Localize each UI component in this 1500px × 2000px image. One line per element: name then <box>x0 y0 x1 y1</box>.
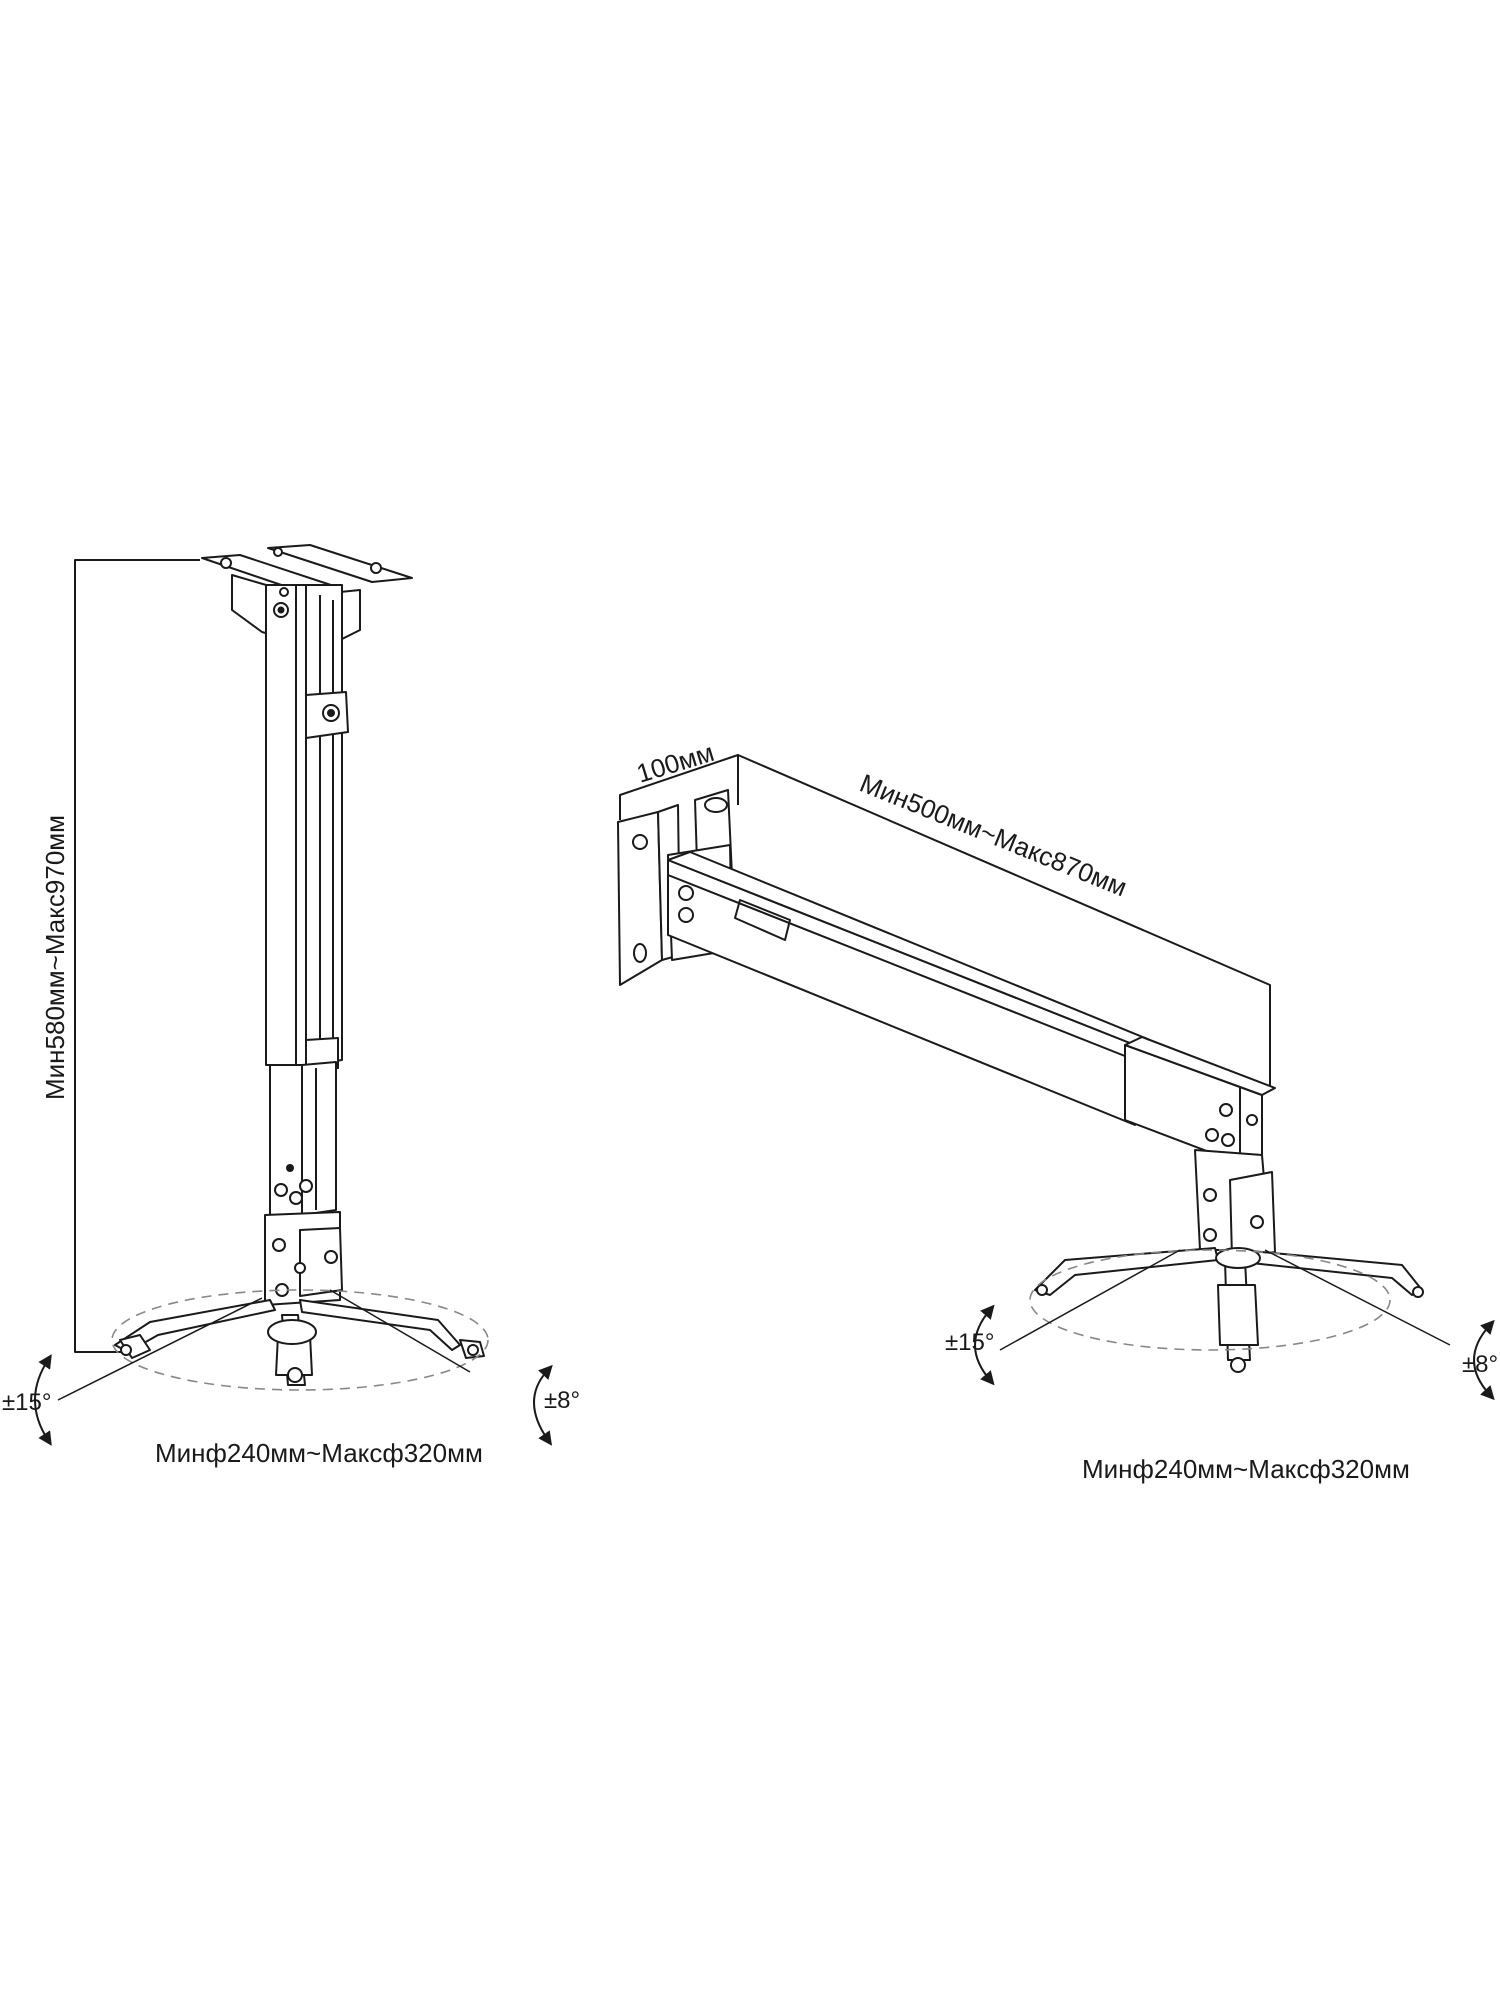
spider-arm-left <box>114 1299 276 1353</box>
plate-range-circle <box>111 1289 489 1391</box>
wall-tilt-arc-icon <box>974 1304 995 1386</box>
tilt-arc-icon <box>34 1354 52 1446</box>
wall-mount-drawing <box>617 754 1495 1401</box>
wall-spider-arm-right <box>1239 1249 1423 1296</box>
outer-tube-side <box>305 584 343 1066</box>
wall-swivel-arc-icon <box>1473 1319 1495 1401</box>
wall-plate-range-circle <box>1029 1249 1391 1351</box>
wall-tilt-label: ±15° <box>945 1329 994 1356</box>
swivel-arc-icon <box>533 1364 553 1446</box>
wall-length-label: Мин500мм~Макс870мм <box>856 768 1132 903</box>
ceiling-mount-drawing <box>34 544 553 1446</box>
offset-dimension-line <box>619 754 739 820</box>
ceiling-swivel-label: ±8° <box>544 1387 580 1414</box>
spider-arm-right <box>299 1299 461 1351</box>
wall-swivel-label: ±8° <box>1462 1351 1498 1378</box>
ceiling-height-label: Мин580мм~Макс970мм <box>40 815 70 1100</box>
outer-tube <box>265 584 307 1066</box>
length-dimension-line <box>737 754 1271 1090</box>
wall-spider-arm-left <box>1034 1247 1219 1296</box>
wall-diameter-label: Минф240мм~Максф320мм <box>1082 1454 1410 1484</box>
ceiling-diameter-label: Минф240мм~Максф320мм <box>155 1438 483 1468</box>
ceiling-tilt-label: ±15° <box>2 1389 51 1416</box>
outer-arm <box>667 859 1136 1126</box>
wall-offset-label: 100мм <box>633 737 717 789</box>
height-dimension-line <box>74 559 200 1353</box>
